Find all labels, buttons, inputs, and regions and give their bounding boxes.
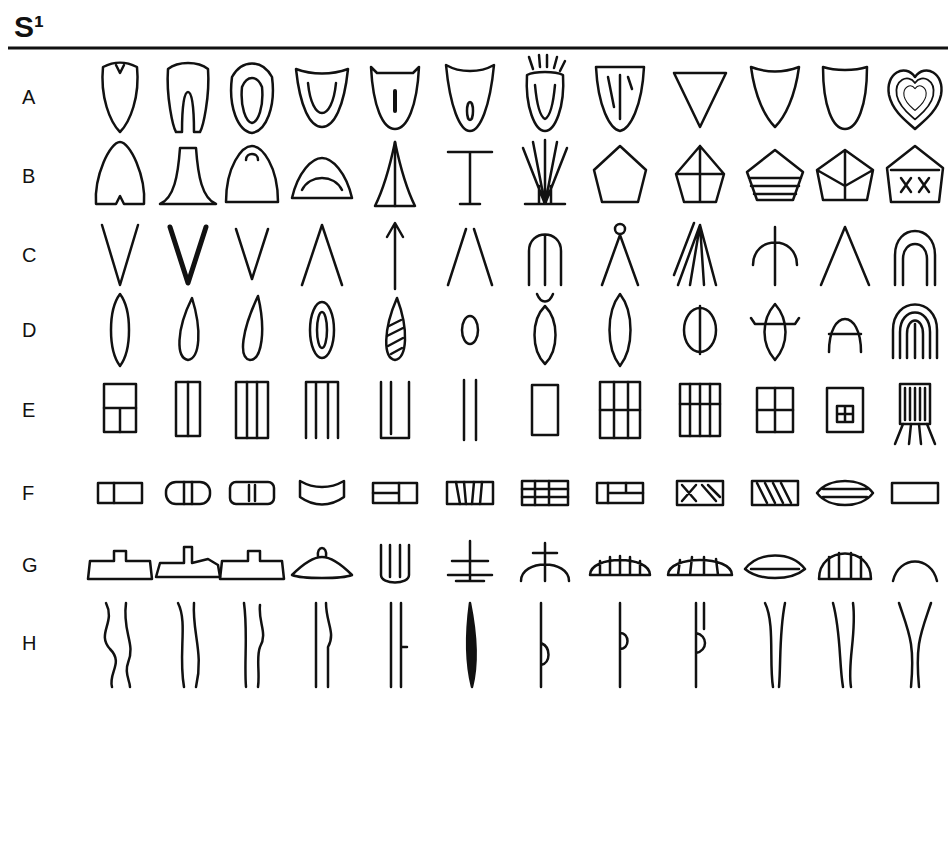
row-letter: C [22,245,36,265]
row-letter: D [22,320,36,340]
row-letter: E [22,400,35,420]
row-letter: G [22,555,38,575]
row-letter: F [22,483,34,503]
row-letter: A [22,87,35,107]
row-letter: B [22,166,35,186]
chart-title: S¹ [14,12,44,42]
row-letter: H [22,633,36,653]
